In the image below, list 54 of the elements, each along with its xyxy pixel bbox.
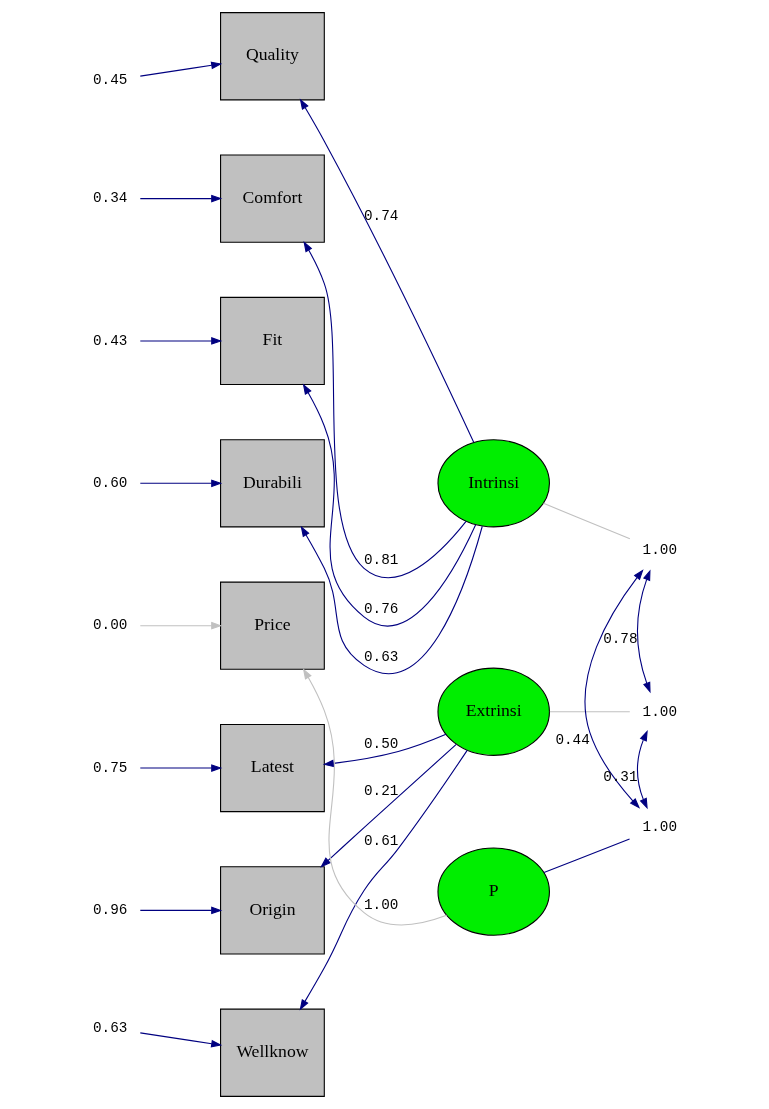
arrow bbox=[139, 906, 222, 915]
edge-label: 0.78 bbox=[602, 631, 638, 648]
node-text: 0.34 bbox=[92, 190, 127, 207]
node-ellipse: P bbox=[436, 847, 550, 936]
arrow bbox=[139, 337, 222, 345]
arrow bbox=[636, 730, 648, 810]
connector bbox=[548, 711, 630, 713]
arrow bbox=[139, 479, 222, 488]
arrow bbox=[139, 61, 222, 77]
node-text: 0.45 bbox=[92, 72, 127, 89]
node-box: Latest bbox=[219, 723, 325, 813]
node-text: 1.00 bbox=[642, 542, 677, 559]
node-text: 0.00 bbox=[92, 617, 127, 634]
edge-label: 0.61 bbox=[363, 832, 398, 849]
edge-label: 0.63 bbox=[363, 649, 398, 666]
edge-label: 0.81 bbox=[363, 552, 398, 569]
node-box: Price bbox=[219, 581, 325, 670]
node-text: 0.96 bbox=[92, 902, 127, 919]
edge-label: 0.44 bbox=[554, 731, 590, 748]
edge-label: 0.50 bbox=[363, 735, 398, 752]
node-text: 0.75 bbox=[92, 759, 127, 776]
node-text: 0.60 bbox=[92, 475, 127, 492]
node-text: 0.63 bbox=[92, 1020, 127, 1037]
node-box: Origin bbox=[219, 866, 325, 955]
edge-label: 0.76 bbox=[363, 600, 398, 617]
node-ellipse: Intrinsi bbox=[436, 439, 550, 528]
node-box: Comfort bbox=[219, 154, 325, 243]
arrow bbox=[299, 98, 474, 443]
edge-label: 1.00 bbox=[363, 896, 398, 913]
node-box: Durabili bbox=[219, 439, 325, 528]
arrow bbox=[583, 569, 644, 809]
connector bbox=[542, 502, 630, 540]
node-box: Fit bbox=[219, 296, 325, 386]
arrow bbox=[302, 668, 447, 926]
arrow bbox=[302, 383, 476, 627]
node-box: Quality bbox=[219, 12, 325, 101]
edge-label: 0.74 bbox=[363, 208, 398, 225]
edge-label: 0.21 bbox=[363, 782, 398, 799]
connector bbox=[542, 838, 630, 873]
arrow bbox=[636, 569, 651, 694]
arrow bbox=[139, 764, 222, 772]
node-ellipse: Extrinsi bbox=[436, 667, 550, 756]
arrow bbox=[322, 733, 446, 768]
node-text: 0.43 bbox=[92, 332, 127, 349]
node-text: 1.00 bbox=[642, 703, 677, 720]
node-box: Wellknow bbox=[219, 1008, 325, 1097]
arrow bbox=[302, 240, 467, 579]
arrow bbox=[139, 1032, 222, 1048]
arrow bbox=[139, 621, 222, 630]
arrow bbox=[299, 749, 468, 1011]
arrow bbox=[300, 525, 483, 675]
node-text: 1.00 bbox=[642, 819, 677, 836]
arrow bbox=[139, 194, 222, 203]
arrow bbox=[319, 743, 457, 868]
